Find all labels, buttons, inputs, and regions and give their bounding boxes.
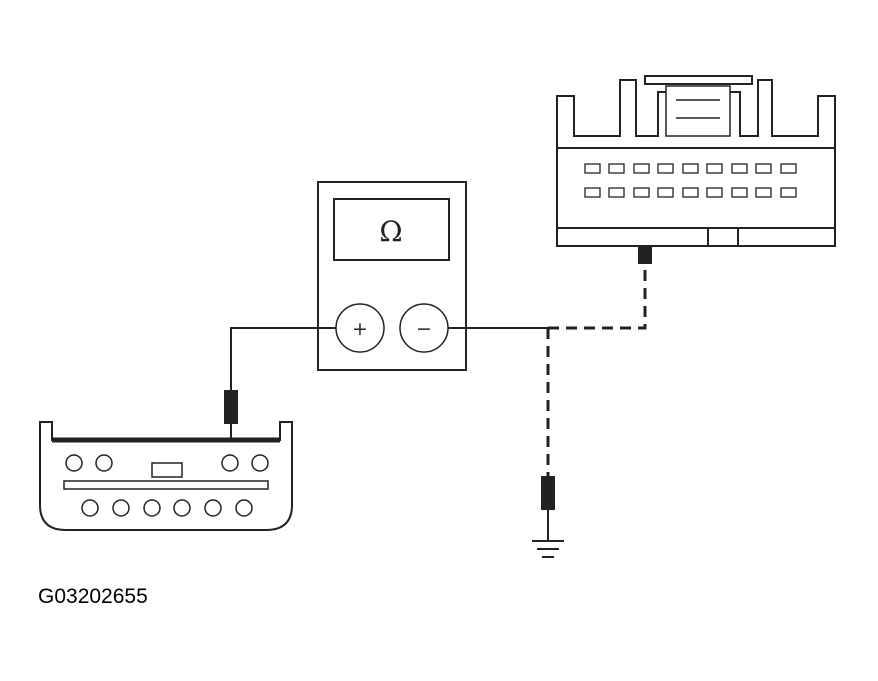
- connector-branch-dashed-wire: [548, 264, 647, 330]
- upper-right-connector: [556, 75, 836, 247]
- lower-left-connector-key: [151, 462, 183, 478]
- positive-terminal-label: +: [352, 318, 368, 340]
- ohmmeter-display: [333, 198, 450, 261]
- positive-probe-tip: [224, 390, 238, 424]
- lower-left-connector-latch-rail: [63, 480, 269, 490]
- figure-id: G03202655: [38, 585, 148, 608]
- ohm-symbol: Ω: [379, 215, 402, 248]
- negative-terminal-label: −: [416, 318, 432, 340]
- lower-left-connector-top-cavities: [65, 454, 269, 472]
- lower-left-connector-bottom-cavities: [81, 499, 253, 517]
- upper-right-connector-latch-top: [644, 75, 753, 85]
- ohmmeter: Ω + −: [317, 181, 467, 371]
- lower-left-connector: [39, 421, 293, 531]
- ground-probe-tip: [541, 476, 555, 510]
- ground-branch-lead: [541, 328, 555, 540]
- ground-icon: [532, 540, 564, 558]
- positive-lead-wire: [230, 327, 336, 390]
- upper-right-connector-latch: [665, 85, 731, 137]
- upper-right-connector-housing: [556, 79, 836, 247]
- upper-right-connector-top-cavities: [584, 163, 797, 174]
- upper-right-connector-bottom-cavities: [584, 187, 797, 198]
